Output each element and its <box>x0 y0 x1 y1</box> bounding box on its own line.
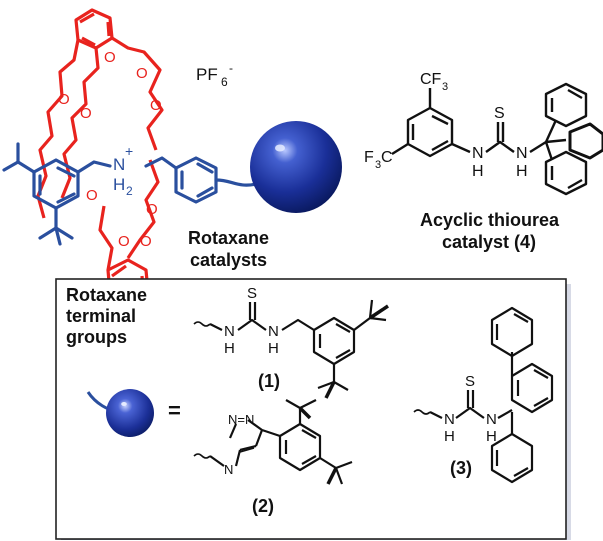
svg-text:CF: CF <box>420 71 442 88</box>
ammonium-thread <box>2 142 258 246</box>
terminal-sphere-icon <box>106 389 154 437</box>
ammonium-charge: + <box>125 143 133 159</box>
acyclic-caption: Acyclic thiourea catalyst (4) <box>420 210 560 252</box>
equals-sign: = <box>168 398 181 423</box>
compound-1-label: (1) <box>258 371 280 391</box>
panel-title: Rotaxane terminal groups <box>66 285 147 347</box>
svg-text:3: 3 <box>375 159 381 171</box>
ammonium-hydrogen: H <box>113 175 125 194</box>
compound-2-label: (2) <box>252 496 274 516</box>
svg-text:S: S <box>465 373 475 390</box>
oxygen-label: O <box>136 65 148 82</box>
svg-text:catalysts: catalysts <box>190 250 267 270</box>
oxygen-label: O <box>104 49 116 66</box>
crown-ether-oxygen-labels: O O O O O O O O O <box>58 49 162 250</box>
svg-text:-: - <box>229 61 233 75</box>
svg-text:N: N <box>224 323 235 340</box>
compound-1-atoms: N H S N H <box>224 285 279 357</box>
svg-text:Acyclic thiourea: Acyclic thiourea <box>420 210 560 230</box>
ammonium-nitrogen: N <box>113 155 125 174</box>
svg-text:N: N <box>224 462 233 477</box>
svg-text:H: H <box>472 163 484 180</box>
svg-text:F: F <box>364 149 374 166</box>
svg-text:N: N <box>444 411 455 428</box>
svg-text:H: H <box>516 163 528 180</box>
svg-text:N: N <box>268 323 279 340</box>
compound-2-atoms: N N=N <box>224 412 254 477</box>
oxygen-label: O <box>140 233 152 250</box>
svg-text:catalyst (4): catalyst (4) <box>442 232 536 252</box>
svg-text:N: N <box>516 145 528 162</box>
stopper-sphere-icon <box>250 121 342 213</box>
svg-text:C: C <box>381 149 393 166</box>
svg-text:N=N: N=N <box>228 412 254 427</box>
compound-1-structure <box>193 299 389 399</box>
sphere-highlight <box>275 144 285 152</box>
oxygen-label: O <box>58 91 70 108</box>
compound-3-structure <box>413 306 554 484</box>
acyclic-thiourea-structure <box>391 82 603 196</box>
acyclic-thiourea-atoms: CF 3 F 3 C N H S N H <box>364 71 528 180</box>
sphere-highlight <box>121 402 127 406</box>
svg-text:N: N <box>486 411 497 428</box>
ammonium-subscript: 2 <box>126 184 133 198</box>
oxygen-label: O <box>118 233 130 250</box>
svg-text:Rotaxane: Rotaxane <box>66 285 147 305</box>
svg-text:groups: groups <box>66 327 127 347</box>
svg-text:S: S <box>247 285 257 302</box>
svg-text:S: S <box>494 105 505 122</box>
svg-text:3: 3 <box>442 81 448 93</box>
oxygen-label: O <box>146 201 158 218</box>
svg-text:H: H <box>444 428 455 445</box>
oxygen-label: O <box>150 97 162 114</box>
compound-3-label: (3) <box>450 458 472 478</box>
svg-text:PF: PF <box>196 65 218 84</box>
rotaxane-structure: O O O O O O O O O <box>2 8 342 306</box>
svg-text:H: H <box>486 428 497 445</box>
counterion-label: PF 6 - <box>196 61 233 89</box>
svg-text:H: H <box>224 340 235 357</box>
svg-text:N: N <box>472 145 484 162</box>
svg-text:H: H <box>268 340 279 357</box>
svg-text:Rotaxane: Rotaxane <box>188 228 269 248</box>
compound-2-structure <box>193 399 353 485</box>
compound-3-atoms: N H S N H <box>444 373 497 445</box>
ammonium-label: N H 2 + <box>113 143 133 198</box>
crown-ether-macrocycle <box>36 8 164 306</box>
oxygen-label: O <box>80 105 92 122</box>
svg-text:terminal: terminal <box>66 306 136 326</box>
svg-text:6: 6 <box>221 75 228 89</box>
oxygen-label: O <box>86 187 98 204</box>
rotaxane-caption: Rotaxane catalysts <box>188 228 269 270</box>
